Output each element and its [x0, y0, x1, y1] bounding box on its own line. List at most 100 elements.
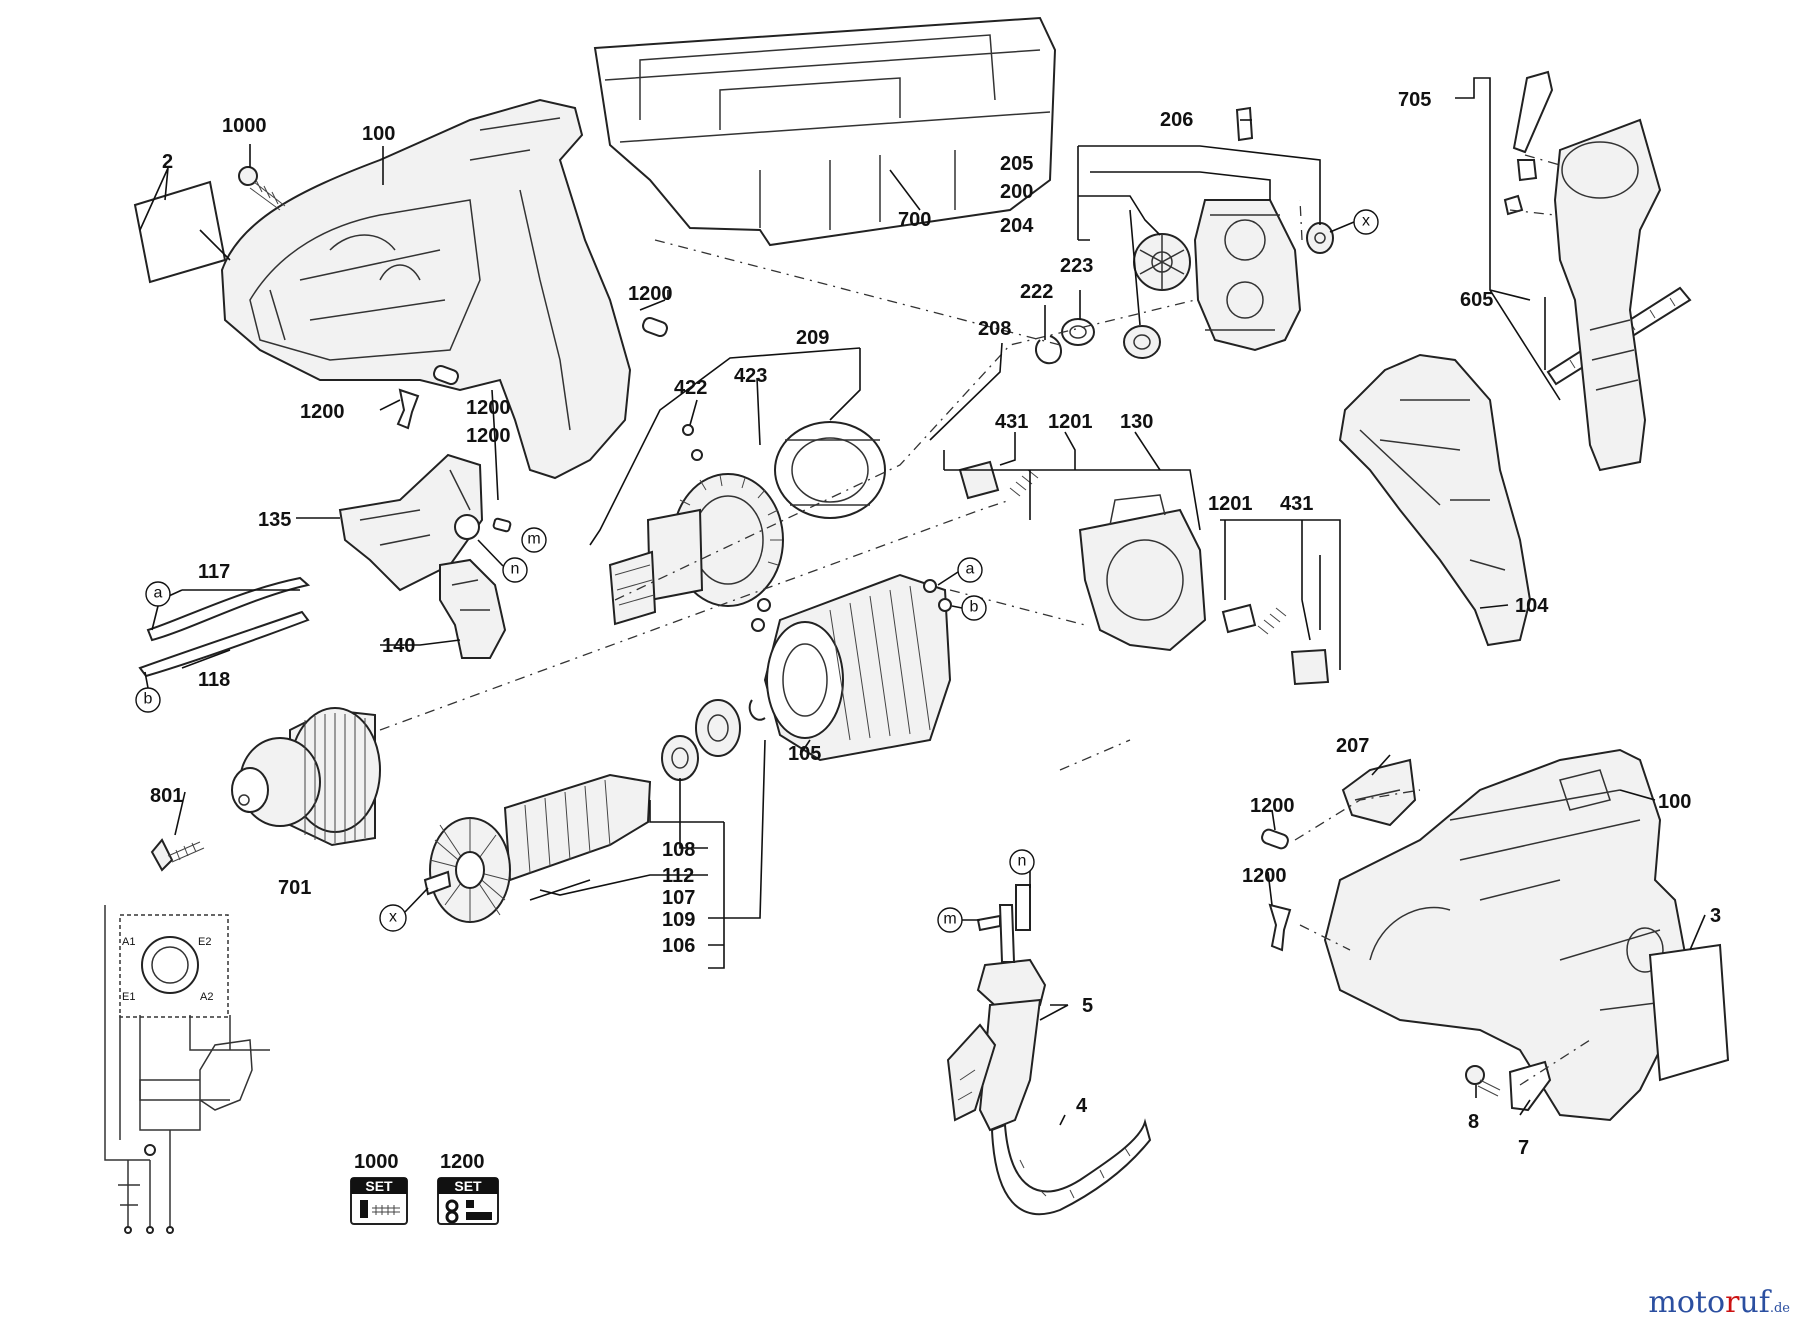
circlip-222: [1035, 335, 1062, 365]
set-box-1000: SET: [350, 1177, 408, 1225]
svg-text:n: n: [1018, 853, 1027, 870]
wire-118: [138, 610, 310, 678]
circlip-109: [748, 699, 766, 721]
screw-8: [1465, 1065, 1501, 1097]
svg-text:x: x: [389, 909, 397, 926]
watermark-logo: motoruf.de: [1648, 1285, 1790, 1320]
wiring-label-e1: E1: [122, 991, 135, 1003]
pin-1200-lower: [433, 365, 459, 385]
callout-n-cord: n: [1009, 849, 1035, 875]
callout-n-switch: n: [502, 557, 528, 583]
label-1200-right-upper: 1200: [1250, 795, 1295, 817]
label-222: 222: [1020, 281, 1053, 303]
label-200: 200: [1000, 181, 1033, 203]
label-1201-top: 1201: [1048, 411, 1093, 433]
callout-b-wire: b: [135, 687, 161, 713]
label-1200-right-lower: 1200: [1242, 865, 1287, 887]
label-422: 422: [674, 377, 707, 399]
callout-m-switch: m: [521, 527, 547, 553]
label-605: 605: [1460, 289, 1493, 311]
leader-lines: [139, 77, 1706, 1126]
wiring-label-e2: E2: [198, 936, 211, 948]
label-plate-3: [1648, 943, 1730, 1082]
housing-half-100-right: [1323, 748, 1692, 1122]
label-100-right: 100: [1658, 791, 1691, 813]
label-105: 105: [788, 743, 821, 765]
label-set-1000: 1000: [354, 1151, 399, 1173]
callout-b-stator: b: [961, 595, 987, 621]
aux-handle-705: [1503, 70, 1662, 472]
svg-text:a: a: [966, 561, 975, 578]
armature-107: [423, 773, 652, 923]
label-plate-2: [133, 180, 227, 284]
svg-text:x: x: [1362, 213, 1370, 230]
cord-guard-5: [946, 884, 1047, 1132]
cord-clamp-7: [1508, 1060, 1552, 1112]
rear-handle-104: [1338, 353, 1532, 647]
label-423: 423: [734, 365, 767, 387]
pin-1200-right: [1261, 828, 1289, 850]
label-117: 117: [198, 561, 230, 583]
clip-1200-right: [1268, 903, 1292, 952]
label-2: 2: [162, 151, 173, 173]
label-1000: 1000: [222, 115, 267, 137]
label-109: 109: [662, 909, 695, 931]
label-205: 205: [1000, 153, 1033, 175]
svg-text:a: a: [154, 585, 163, 602]
svg-text:m: m: [527, 531, 540, 548]
watermark-part-2: r: [1725, 1285, 1740, 1320]
label-130: 130: [1120, 411, 1153, 433]
label-140: 140: [382, 635, 415, 657]
watermark-tld: .de: [1769, 1301, 1790, 1316]
callout-a-wire: a: [145, 581, 171, 607]
bearing-112: [695, 699, 741, 757]
label-206: 206: [1160, 109, 1193, 131]
carbon-brush-431-right: [1221, 603, 1330, 686]
bearing-108: [661, 735, 699, 781]
label-3: 3: [1710, 905, 1721, 927]
fan-204: [1133, 233, 1191, 291]
stator-105: [763, 573, 952, 762]
label-207: 207: [1336, 735, 1369, 757]
label-5: 5: [1082, 995, 1093, 1017]
label-107: 107: [662, 887, 695, 909]
label-700: 700: [898, 209, 931, 231]
svg-text:m: m: [943, 911, 956, 928]
svg-text:b: b: [144, 691, 153, 708]
label-208: 208: [978, 318, 1011, 340]
wiring-diagram: A1 E2 E1 A2: [104, 905, 270, 1234]
label-1200-mid: 1200: [466, 397, 511, 419]
ball-bearing-422: [682, 424, 771, 632]
label-4: 4: [1076, 1095, 1088, 1117]
washer-223: [1061, 318, 1095, 346]
gear-cover-209: [774, 421, 886, 519]
svg-text:b: b: [970, 599, 979, 616]
watermark-part-3: uf: [1739, 1285, 1770, 1320]
label-1200-switch: 1200: [466, 425, 511, 447]
callout-x-top: x: [1353, 209, 1379, 235]
wiring-label-a2: A2: [200, 991, 213, 1003]
switch-135: [338, 453, 484, 592]
label-set-1200: 1200: [440, 1151, 485, 1173]
label-8: 8: [1468, 1111, 1479, 1133]
label-106: 106: [662, 935, 695, 957]
chuck-701: [231, 707, 381, 847]
switch-part-m: [492, 517, 512, 533]
screw-801: [150, 838, 205, 872]
assembly-axis-lines: [379, 154, 1591, 1086]
gear-housing-200: [1193, 199, 1302, 352]
label-100: 100: [362, 123, 395, 145]
label-209: 209: [796, 327, 829, 349]
switch-cap-207: [1341, 758, 1417, 827]
watermark-part-1: moto: [1648, 1285, 1726, 1320]
switch-trigger-140: [439, 558, 507, 659]
carry-case-700: [593, 16, 1057, 247]
label-7: 7: [1518, 1137, 1529, 1159]
carbon-brush-431-left: [958, 460, 1039, 500]
label-135: 135: [258, 509, 291, 531]
label-431-top: 431: [995, 411, 1028, 433]
callout-x-armature: x: [379, 904, 407, 932]
svg-text:n: n: [511, 561, 520, 578]
label-118: 118: [198, 669, 230, 691]
housing-half-100: [220, 98, 632, 480]
